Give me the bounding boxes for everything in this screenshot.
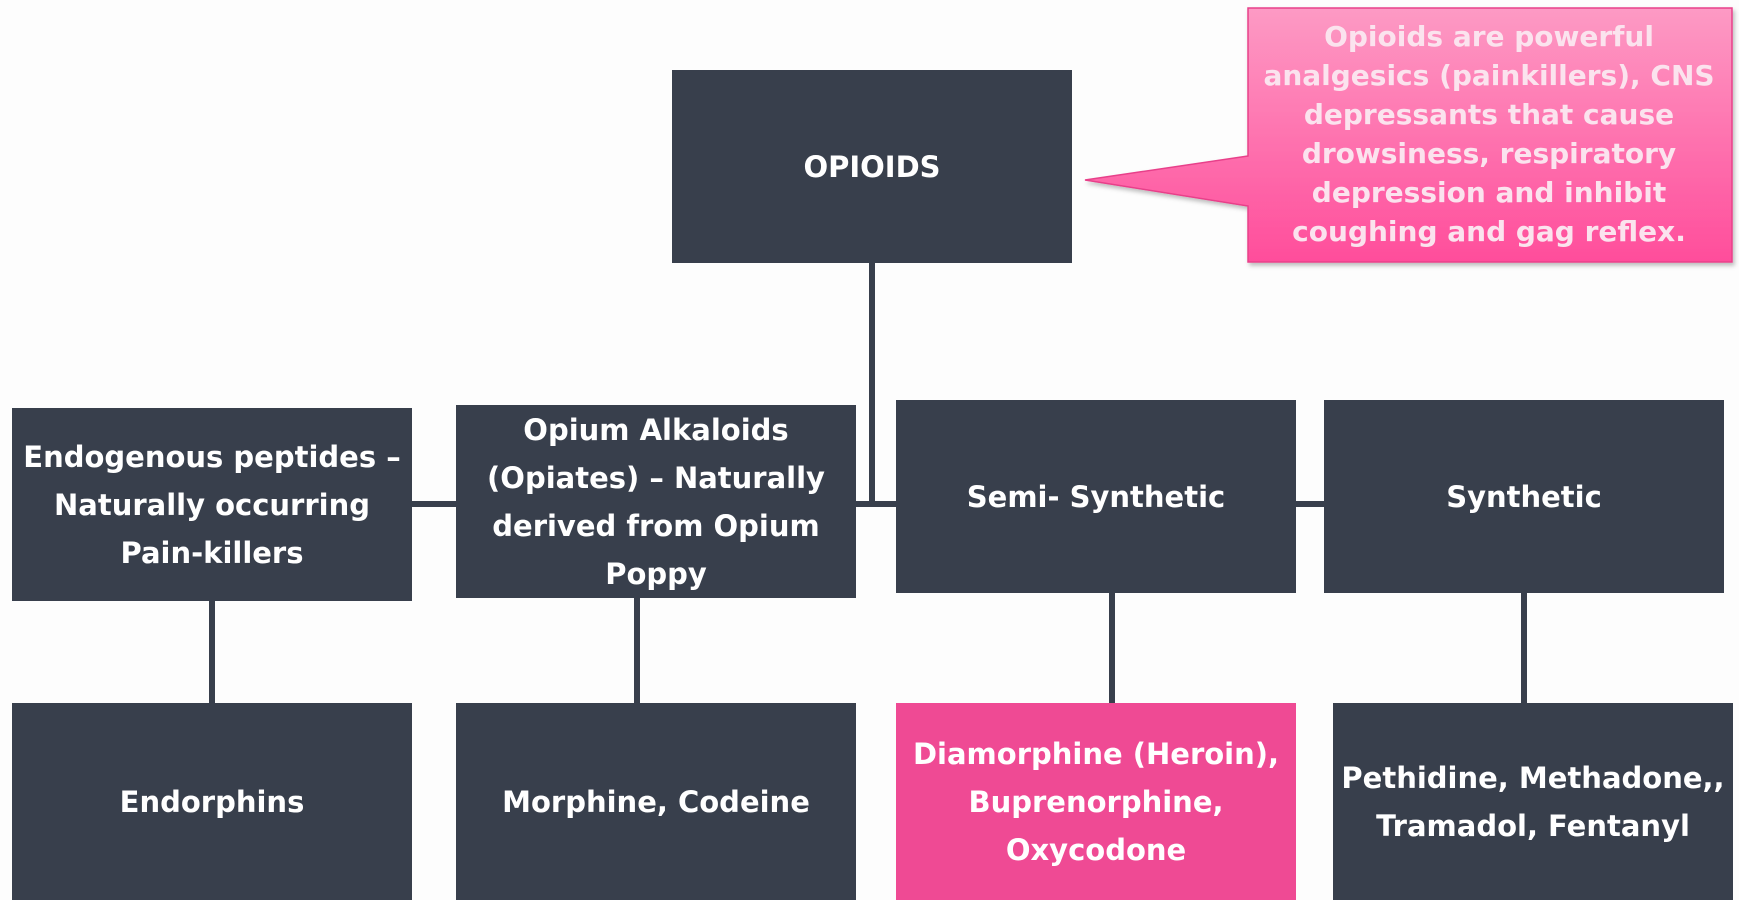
connector-left-horizontal	[411, 501, 457, 507]
child-node-endorphins: Endorphins	[12, 703, 412, 900]
connector-right-horizontal	[1295, 501, 1326, 507]
connector-root-vertical	[869, 262, 875, 504]
child-node-morphine-codeine: Morphine, Codeine	[456, 703, 856, 900]
connector-opiates-child	[634, 597, 640, 704]
category-node-endogenous: Endogenous peptides – Naturally occurrin…	[12, 408, 412, 601]
callout-text: Opioids are powerful analgesics (painkil…	[1263, 20, 1715, 248]
child-node-semi-synthetic-drugs: Diamorphine (Heroin), Buprenorphine, Oxy…	[896, 703, 1296, 900]
category-node-opiates: Opium Alkaloids (Opiates) – Naturally de…	[456, 405, 856, 598]
category-node-label: Endogenous peptides – Naturally occurrin…	[23, 439, 401, 570]
category-node-semi-synthetic: Semi- Synthetic	[896, 400, 1296, 593]
connector-semisynthetic-child	[1109, 592, 1115, 704]
category-node-label: Semi- Synthetic	[966, 479, 1226, 514]
connector-middle-horizontal	[856, 501, 898, 507]
child-node-label: Diamorphine (Heroin), Buprenorphine, Oxy…	[912, 736, 1280, 867]
connector-endogenous-child	[209, 600, 215, 704]
root-node-label: OPIOIDS	[803, 149, 941, 184]
child-node-label: Endorphins	[119, 784, 305, 819]
category-node-synthetic: Synthetic	[1324, 400, 1724, 593]
child-node-synthetic-drugs: Pethidine, Methadone,, Tramadol, Fentany…	[1333, 703, 1733, 900]
category-node-label: Opium Alkaloids (Opiates) – Naturally de…	[487, 412, 825, 591]
root-node-opioids: OPIOIDS	[672, 70, 1072, 263]
category-node-label: Synthetic	[1446, 479, 1602, 514]
child-node-label: Morphine, Codeine	[502, 784, 810, 819]
connector-synthetic-child	[1521, 592, 1527, 704]
child-node-label: Pethidine, Methadone,, Tramadol, Fentany…	[1341, 760, 1725, 843]
